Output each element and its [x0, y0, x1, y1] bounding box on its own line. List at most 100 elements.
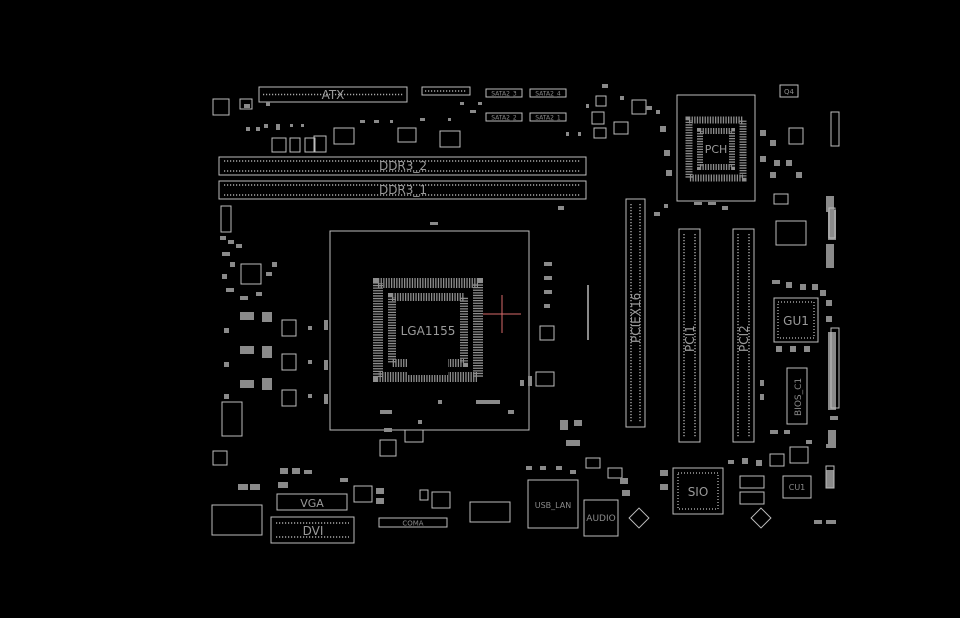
smd-component — [775, 220, 807, 246]
smd-component — [774, 160, 780, 166]
smd-component — [620, 478, 628, 484]
dimm-1-label: DDR3_1 — [379, 183, 427, 197]
smd-component — [826, 520, 836, 524]
smd-component — [558, 206, 564, 210]
smd-component — [224, 394, 229, 399]
sata-2-label: SATA2_2 — [491, 115, 517, 122]
smd-component — [770, 140, 776, 146]
smd-component — [825, 465, 835, 489]
dimm-2-label: DDR3_2 — [379, 159, 427, 173]
smd-component — [324, 320, 328, 330]
smd-component — [613, 121, 629, 135]
smd-component — [281, 389, 297, 407]
smd-component — [224, 362, 229, 367]
smd-component — [830, 327, 840, 409]
smd-component — [469, 501, 511, 523]
smd-component — [804, 346, 810, 352]
smd-component — [739, 475, 765, 489]
atx-label: ATX — [322, 88, 345, 102]
smd-component — [528, 376, 532, 386]
smd-component — [806, 440, 812, 444]
pci-slot-2[interactable]: PCI2 — [732, 228, 755, 443]
smd-component — [212, 98, 230, 116]
bios-chip[interactable]: BIOS_C1 — [786, 367, 808, 425]
sio-chip[interactable]: SIO — [672, 467, 724, 515]
smd-component — [664, 204, 668, 208]
sata-connector-3[interactable]: SATA2_3 — [485, 88, 523, 98]
sata-connector-2[interactable]: SATA2_2 — [485, 112, 523, 122]
pch-chip[interactable]: PCH — [676, 94, 756, 202]
top-small-connector[interactable] — [421, 86, 471, 96]
smd-component — [739, 491, 765, 505]
smd-component — [796, 172, 802, 178]
smd-component — [431, 491, 451, 509]
smd-component — [539, 325, 555, 341]
smd-component — [211, 504, 263, 536]
smd-component — [750, 507, 772, 529]
coma-header[interactable]: COMA — [378, 517, 448, 528]
sata-1-label: SATA2_1 — [535, 115, 561, 122]
smd-component — [769, 453, 785, 467]
smd-component — [591, 111, 605, 125]
smd-component — [826, 244, 834, 268]
atx-connector[interactable]: ATX — [258, 86, 408, 103]
smd-component — [666, 170, 672, 176]
smd-component — [308, 360, 312, 364]
smd-component — [760, 394, 764, 400]
smd-component — [544, 290, 552, 294]
smd-component — [628, 507, 650, 529]
smd-component — [397, 127, 417, 143]
usb-lan-connector[interactable]: USB_LAN — [527, 479, 579, 529]
smd-component — [826, 196, 834, 212]
smd-component — [240, 346, 254, 354]
smd-component — [622, 490, 630, 496]
smd-component — [587, 285, 589, 340]
audio-connector[interactable]: AUDIO — [583, 499, 619, 537]
smd-component — [566, 132, 569, 136]
smd-component — [404, 429, 424, 443]
smd-component — [430, 222, 438, 225]
smd-component — [786, 160, 792, 166]
smd-component — [540, 466, 546, 470]
dimm-slot-1[interactable]: DDR3_1 — [218, 180, 587, 200]
sata-connector-4[interactable]: SATA2_4 — [529, 88, 567, 98]
smd-component — [820, 290, 826, 296]
pci-slot-1[interactable]: PCI1 — [678, 228, 701, 443]
cu1-chip[interactable]: CU1 — [782, 475, 812, 499]
sata-connector-1[interactable]: SATA2_1 — [529, 112, 567, 122]
vga-connector[interactable]: VGA — [276, 493, 348, 511]
pciex16-slot[interactable]: PCIEX16 — [625, 198, 646, 428]
cpu-socket-label: LGA1155 — [401, 324, 456, 338]
smd-component — [353, 485, 373, 503]
smd-component — [828, 207, 836, 239]
smd-component — [742, 458, 748, 464]
cpu-pin-field — [373, 278, 483, 382]
smd-component — [308, 326, 312, 330]
smd-component — [593, 127, 607, 139]
vga-label: VGA — [300, 497, 324, 510]
smd-component — [776, 346, 782, 352]
smd-component — [722, 206, 728, 210]
smd-component — [788, 127, 804, 145]
smd-component — [760, 156, 766, 162]
smd-component — [535, 371, 555, 387]
dvi-connector[interactable]: DVI — [270, 516, 355, 544]
smd-component — [262, 346, 272, 358]
smd-component — [812, 284, 818, 290]
smd-component — [264, 124, 268, 128]
smd-component — [290, 124, 293, 127]
gu1-chip[interactable]: GU1 — [773, 297, 819, 343]
smd-component — [595, 95, 607, 107]
smd-component — [220, 236, 226, 240]
smd-component — [448, 118, 451, 121]
pci-1-label: PCI1 — [683, 325, 697, 352]
smd-component — [313, 135, 327, 153]
q4-component[interactable]: Q4 — [779, 84, 799, 98]
cpu-socket[interactable]: LGA1155 — [329, 230, 530, 431]
smd-component — [221, 401, 243, 437]
smd-component — [222, 252, 230, 256]
dimm-slot-2[interactable]: DDR3_2 — [218, 156, 587, 176]
smd-component — [660, 484, 668, 490]
